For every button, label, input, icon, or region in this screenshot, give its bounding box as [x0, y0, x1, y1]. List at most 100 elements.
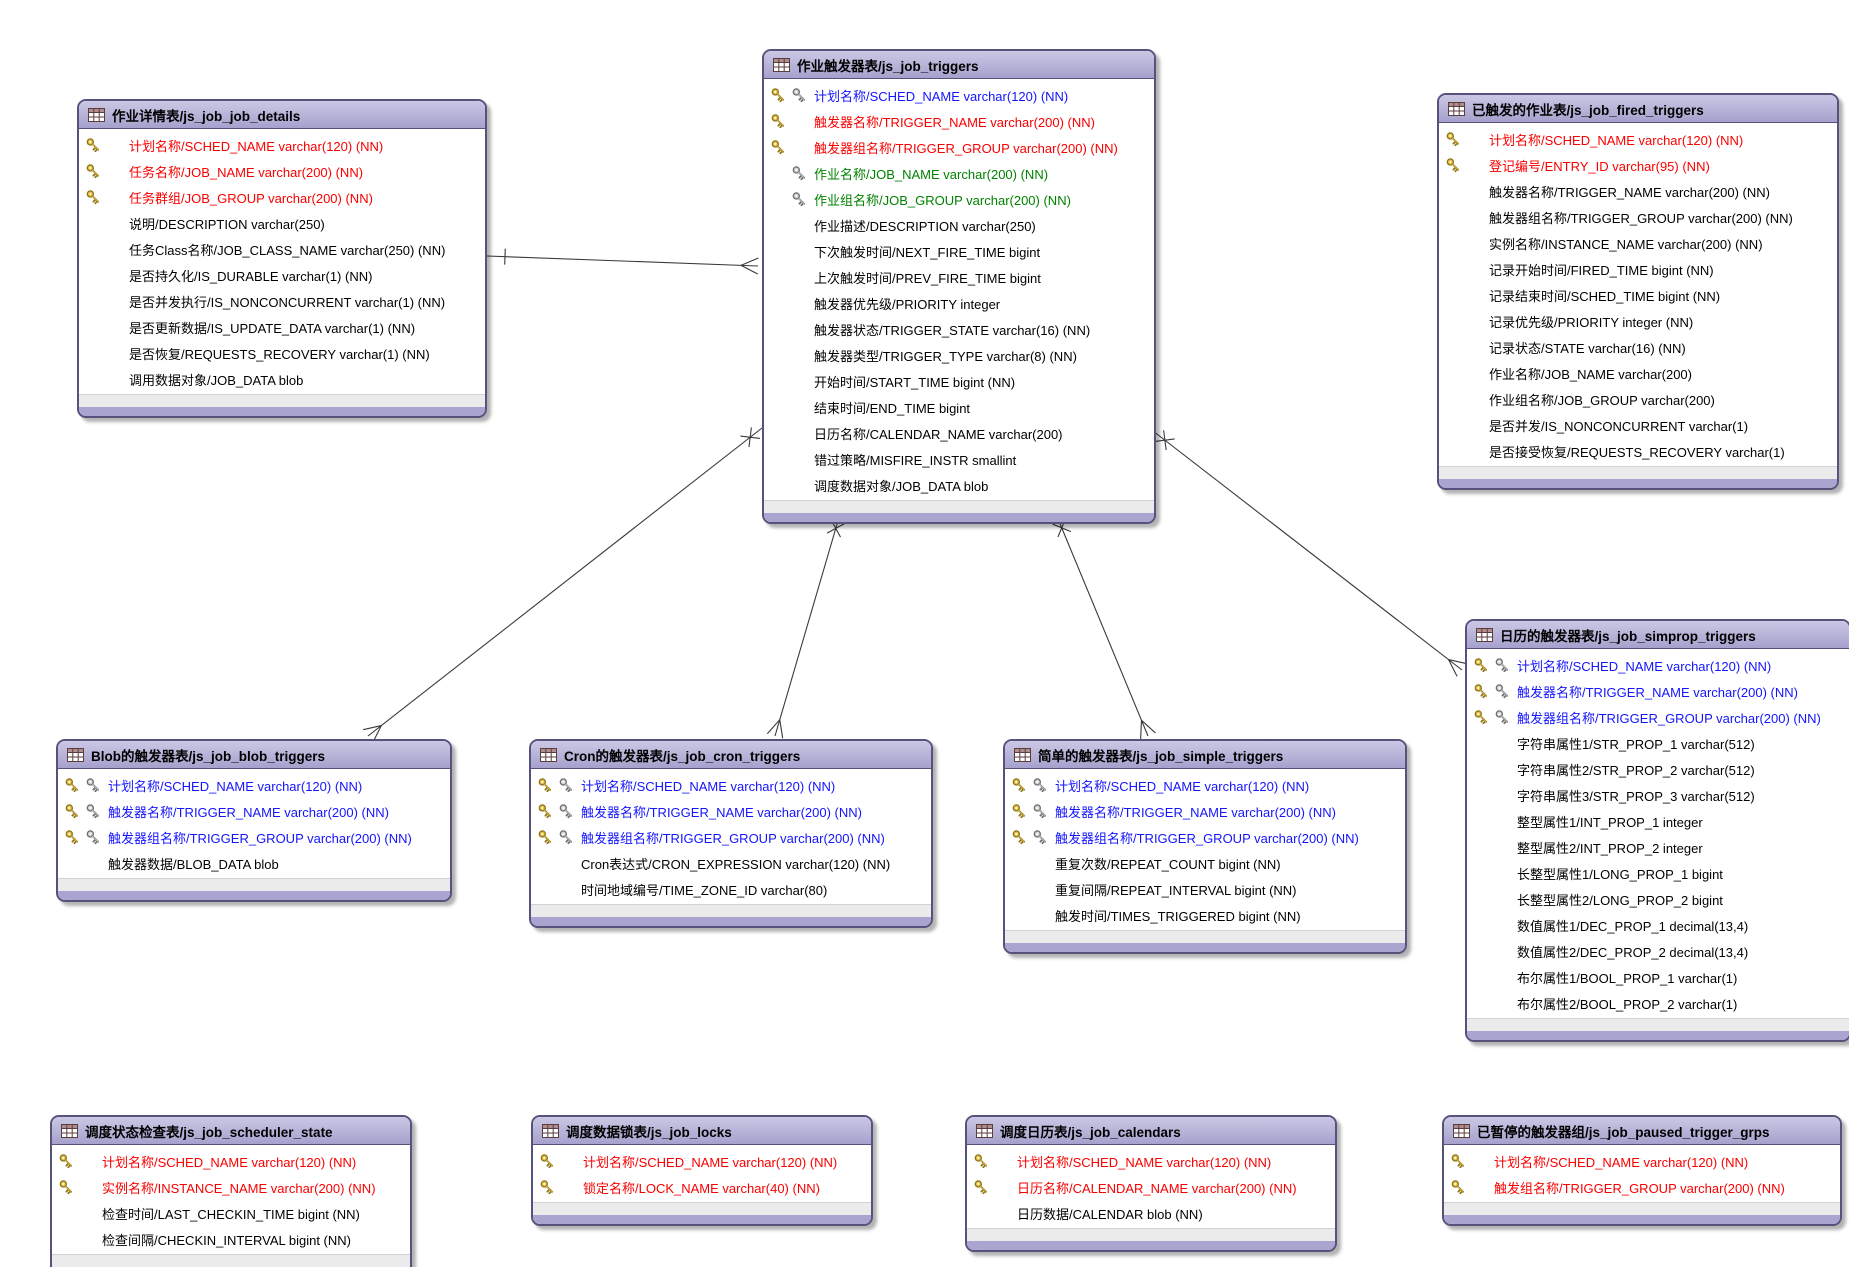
- field-row[interactable]: 整型属性2/INT_PROP_2 integer: [1467, 834, 1849, 860]
- entity-table-js_job_simple_triggers[interactable]: 简单的触发器表/js_job_simple_triggers 计划名称/SCHED…: [1003, 739, 1407, 954]
- field-row[interactable]: 计划名称/SCHED_NAME varchar(120) (NN): [1444, 1148, 1840, 1174]
- table-header[interactable]: Blob的触发器表/js_job_blob_triggers: [58, 741, 450, 769]
- field-row[interactable]: 调度数据对象/JOB_DATA blob: [764, 472, 1154, 498]
- table-header[interactable]: 调度状态检查表/js_job_scheduler_state: [52, 1117, 410, 1145]
- field-row[interactable]: 触发器状态/TRIGGER_STATE varchar(16) (NN): [764, 316, 1154, 342]
- field-row[interactable]: 检查时间/LAST_CHECKIN_TIME bigint (NN): [52, 1200, 410, 1226]
- field-row[interactable]: 记录优先级/PRIORITY integer (NN): [1439, 308, 1837, 334]
- field-row[interactable]: 触发器类型/TRIGGER_TYPE varchar(8) (NN): [764, 342, 1154, 368]
- field-row[interactable]: 触发器组名称/TRIGGER_GROUP varchar(200) (NN): [1439, 204, 1837, 230]
- field-row[interactable]: 布尔属性1/BOOL_PROP_1 varchar(1): [1467, 964, 1849, 990]
- field-row[interactable]: 触发器组名称/TRIGGER_GROUP varchar(200) (NN): [1005, 824, 1405, 850]
- field-row[interactable]: 日历名称/CALENDAR_NAME varchar(200): [764, 420, 1154, 446]
- field-row[interactable]: 计划名称/SCHED_NAME varchar(120) (NN): [1467, 652, 1849, 678]
- table-header[interactable]: 简单的触发器表/js_job_simple_triggers: [1005, 741, 1405, 769]
- field-row[interactable]: 是否恢复/REQUESTS_RECOVERY varchar(1) (NN): [79, 340, 485, 366]
- field-row[interactable]: 说明/DESCRIPTION varchar(250): [79, 210, 485, 236]
- field-row[interactable]: Cron表达式/CRON_EXPRESSION varchar(120) (NN…: [531, 850, 931, 876]
- field-row[interactable]: 计划名称/SCHED_NAME varchar(120) (NN): [58, 772, 450, 798]
- entity-table-js_job_calendars[interactable]: 调度日历表/js_job_calendars 计划名称/SCHED_NAME va…: [965, 1115, 1337, 1252]
- field-row[interactable]: 时间地域编号/TIME_ZONE_ID varchar(80): [531, 876, 931, 902]
- field-row[interactable]: 计划名称/SCHED_NAME varchar(120) (NN): [1005, 772, 1405, 798]
- table-header[interactable]: 已暂停的触发器组/js_job_paused_trigger_grps: [1444, 1117, 1840, 1145]
- table-header[interactable]: 日历的触发器表/js_job_simprop_triggers: [1467, 621, 1849, 649]
- field-row[interactable]: 字符串属性2/STR_PROP_2 varchar(512): [1467, 756, 1849, 782]
- field-row[interactable]: 重复间隔/REPEAT_INTERVAL bigint (NN): [1005, 876, 1405, 902]
- entity-table-js_job_fired_triggers[interactable]: 已触发的作业表/js_job_fired_triggers 计划名称/SCHED_…: [1437, 93, 1839, 490]
- field-row[interactable]: 记录状态/STATE varchar(16) (NN): [1439, 334, 1837, 360]
- field-row[interactable]: 触发器组名称/TRIGGER_GROUP varchar(200) (NN): [531, 824, 931, 850]
- field-row[interactable]: 触发器名称/TRIGGER_NAME varchar(200) (NN): [764, 108, 1154, 134]
- field-row[interactable]: 触发器组名称/TRIGGER_GROUP varchar(200) (NN): [764, 134, 1154, 160]
- field-row[interactable]: 数值属性2/DEC_PROP_2 decimal(13,4): [1467, 938, 1849, 964]
- entity-table-js_job_simprop_triggers[interactable]: 日历的触发器表/js_job_simprop_triggers 计划名称/SCHE…: [1465, 619, 1849, 1042]
- entity-table-js_job_locks[interactable]: 调度数据锁表/js_job_locks 计划名称/SCHED_NAME varch…: [531, 1115, 873, 1226]
- field-row[interactable]: 字符串属性1/STR_PROP_1 varchar(512): [1467, 730, 1849, 756]
- field-row[interactable]: 任务Class名称/JOB_CLASS_NAME varchar(250) (N…: [79, 236, 485, 262]
- field-row[interactable]: 重复次数/REPEAT_COUNT bigint (NN): [1005, 850, 1405, 876]
- field-row[interactable]: 触发器名称/TRIGGER_NAME varchar(200) (NN): [1467, 678, 1849, 704]
- field-row[interactable]: 错过策略/MISFIRE_INSTR smallint: [764, 446, 1154, 472]
- entity-table-js_job_job_details[interactable]: 作业详情表/js_job_job_details 计划名称/SCHED_NAME …: [77, 99, 487, 418]
- field-row[interactable]: 长整型属性2/LONG_PROP_2 bigint: [1467, 886, 1849, 912]
- field-row[interactable]: 日历数据/CALENDAR blob (NN): [967, 1200, 1335, 1226]
- field-row[interactable]: 作业名称/JOB_NAME varchar(200) (NN): [764, 160, 1154, 186]
- field-row[interactable]: 是否更新数据/IS_UPDATE_DATA varchar(1) (NN): [79, 314, 485, 340]
- field-row[interactable]: 触发器名称/TRIGGER_NAME varchar(200) (NN): [531, 798, 931, 824]
- field-row[interactable]: 实例名称/INSTANCE_NAME varchar(200) (NN): [52, 1174, 410, 1200]
- field-row[interactable]: 登记编号/ENTRY_ID varchar(95) (NN): [1439, 152, 1837, 178]
- field-row[interactable]: 计划名称/SCHED_NAME varchar(120) (NN): [967, 1148, 1335, 1174]
- field-row[interactable]: 是否接受恢复/REQUESTS_RECOVERY varchar(1): [1439, 438, 1837, 464]
- field-row[interactable]: 长整型属性1/LONG_PROP_1 bigint: [1467, 860, 1849, 886]
- field-row[interactable]: 调用数据对象/JOB_DATA blob: [79, 366, 485, 392]
- field-row[interactable]: 任务名称/JOB_NAME varchar(200) (NN): [79, 158, 485, 184]
- entity-table-js_job_scheduler_state[interactable]: 调度状态检查表/js_job_scheduler_state 计划名称/SCHED…: [50, 1115, 412, 1267]
- field-row[interactable]: 日历名称/CALENDAR_NAME varchar(200) (NN): [967, 1174, 1335, 1200]
- field-row[interactable]: 作业组名称/JOB_GROUP varchar(200): [1439, 386, 1837, 412]
- field-row[interactable]: 计划名称/SCHED_NAME varchar(120) (NN): [531, 772, 931, 798]
- table-header[interactable]: 调度日历表/js_job_calendars: [967, 1117, 1335, 1145]
- field-row[interactable]: 检查间隔/CHECKIN_INTERVAL bigint (NN): [52, 1226, 410, 1252]
- field-row[interactable]: 是否持久化/IS_DURABLE varchar(1) (NN): [79, 262, 485, 288]
- field-row[interactable]: 触发器名称/TRIGGER_NAME varchar(200) (NN): [58, 798, 450, 824]
- field-row[interactable]: 作业名称/JOB_NAME varchar(200): [1439, 360, 1837, 386]
- field-row[interactable]: 触发组名称/TRIGGER_GROUP varchar(200) (NN): [1444, 1174, 1840, 1200]
- field-row[interactable]: 作业描述/DESCRIPTION varchar(250): [764, 212, 1154, 238]
- field-row[interactable]: 触发器名称/TRIGGER_NAME varchar(200) (NN): [1439, 178, 1837, 204]
- field-row[interactable]: 字符串属性3/STR_PROP_3 varchar(512): [1467, 782, 1849, 808]
- field-row[interactable]: 触发器名称/TRIGGER_NAME varchar(200) (NN): [1005, 798, 1405, 824]
- field-row[interactable]: 触发器组名称/TRIGGER_GROUP varchar(200) (NN): [1467, 704, 1849, 730]
- field-row[interactable]: 计划名称/SCHED_NAME varchar(120) (NN): [79, 132, 485, 158]
- table-header[interactable]: 作业触发器表/js_job_triggers: [764, 51, 1154, 79]
- field-row[interactable]: 下次触发时间/NEXT_FIRE_TIME bigint: [764, 238, 1154, 264]
- field-row[interactable]: 数值属性1/DEC_PROP_1 decimal(13,4): [1467, 912, 1849, 938]
- entity-table-js_job_triggers[interactable]: 作业触发器表/js_job_triggers 计划名称/SCHED_NAME va…: [762, 49, 1156, 524]
- field-row[interactable]: 开始时间/START_TIME bigint (NN): [764, 368, 1154, 394]
- table-header[interactable]: 调度数据锁表/js_job_locks: [533, 1117, 871, 1145]
- field-row[interactable]: 上次触发时间/PREV_FIRE_TIME bigint: [764, 264, 1154, 290]
- table-header[interactable]: 已触发的作业表/js_job_fired_triggers: [1439, 95, 1837, 123]
- field-row[interactable]: 作业组名称/JOB_GROUP varchar(200) (NN): [764, 186, 1154, 212]
- entity-table-js_job_cron_triggers[interactable]: Cron的触发器表/js_job_cron_triggers 计划名称/SCHED…: [529, 739, 933, 928]
- field-row[interactable]: 任务群组/JOB_GROUP varchar(200) (NN): [79, 184, 485, 210]
- field-row[interactable]: 计划名称/SCHED_NAME varchar(120) (NN): [764, 82, 1154, 108]
- field-row[interactable]: 触发器组名称/TRIGGER_GROUP varchar(200) (NN): [58, 824, 450, 850]
- field-row[interactable]: 结束时间/END_TIME bigint: [764, 394, 1154, 420]
- field-row[interactable]: 触发器数据/BLOB_DATA blob: [58, 850, 450, 876]
- field-row[interactable]: 布尔属性2/BOOL_PROP_2 varchar(1): [1467, 990, 1849, 1016]
- field-row[interactable]: 计划名称/SCHED_NAME varchar(120) (NN): [533, 1148, 871, 1174]
- entity-table-js_job_blob_triggers[interactable]: Blob的触发器表/js_job_blob_triggers 计划名称/SCHED…: [56, 739, 452, 902]
- field-row[interactable]: 整型属性1/INT_PROP_1 integer: [1467, 808, 1849, 834]
- table-header[interactable]: Cron的触发器表/js_job_cron_triggers: [531, 741, 931, 769]
- field-row[interactable]: 触发时间/TIMES_TRIGGERED bigint (NN): [1005, 902, 1405, 928]
- field-row[interactable]: 记录结束时间/SCHED_TIME bigint (NN): [1439, 282, 1837, 308]
- field-row[interactable]: 计划名称/SCHED_NAME varchar(120) (NN): [52, 1148, 410, 1174]
- field-row[interactable]: 计划名称/SCHED_NAME varchar(120) (NN): [1439, 126, 1837, 152]
- entity-table-js_job_paused_trigger_grps[interactable]: 已暂停的触发器组/js_job_paused_trigger_grps 计划名称/…: [1442, 1115, 1842, 1226]
- field-row[interactable]: 实例名称/INSTANCE_NAME varchar(200) (NN): [1439, 230, 1837, 256]
- table-header[interactable]: 作业详情表/js_job_job_details: [79, 101, 485, 129]
- field-row[interactable]: 触发器优先级/PRIORITY integer: [764, 290, 1154, 316]
- field-row[interactable]: 是否并发执行/IS_NONCONCURRENT varchar(1) (NN): [79, 288, 485, 314]
- field-row[interactable]: 记录开始时间/FIRED_TIME bigint (NN): [1439, 256, 1837, 282]
- field-row[interactable]: 是否并发/IS_NONCONCURRENT varchar(1): [1439, 412, 1837, 438]
